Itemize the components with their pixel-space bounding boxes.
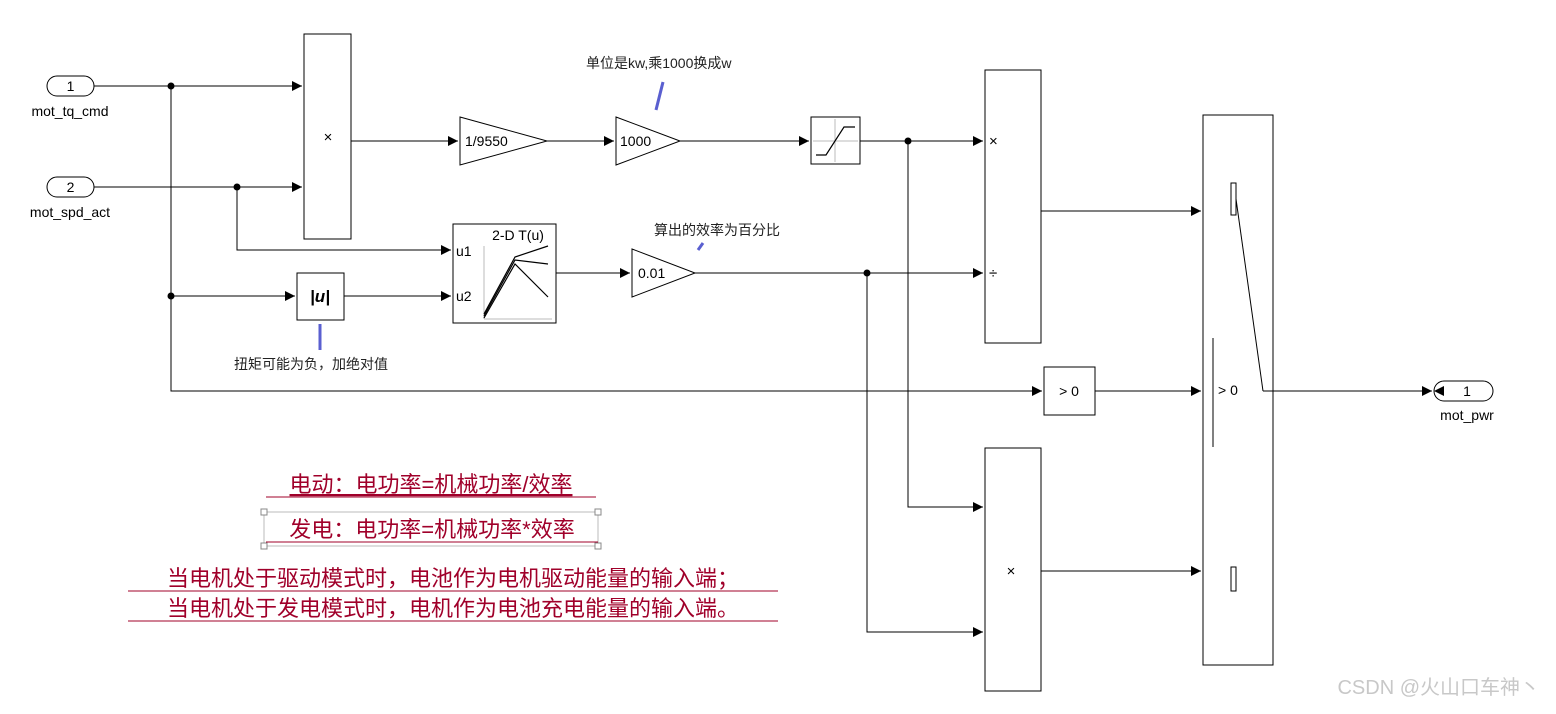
- lookup-port-u1: u1: [456, 243, 472, 259]
- note-generating: 发电：电功率=机械功率*效率: [289, 517, 574, 542]
- note-drive-mode: 当电机处于驱动模式时，电池作为电机驱动能量的输入端；: [167, 566, 739, 591]
- lookup-title: 2-D T(u): [492, 227, 544, 243]
- mode-notes: 电动：电功率=机械功率/效率 发电：电功率=机械功率*效率 当电机处于驱动模式时…: [128, 472, 778, 622]
- inport-number: 1: [67, 78, 75, 94]
- saturation-block[interactable]: [810, 116, 861, 165]
- divide-block[interactable]: × ÷: [984, 69, 1042, 344]
- gain-value: 0.01: [638, 265, 665, 281]
- outport-number: 1: [1463, 383, 1471, 399]
- switch-block[interactable]: > 0: [1202, 114, 1274, 666]
- lookup-port-u2: u2: [456, 288, 472, 304]
- abs-symbol: |u|: [310, 287, 330, 306]
- lookup-table-2d-block[interactable]: 2-D T(u) u1 u2: [452, 223, 557, 324]
- inport-mot-tq-cmd[interactable]: 1 mot_tq_cmd: [31, 75, 109, 119]
- product-operator: ×: [324, 129, 333, 146]
- note-motoring: 电动：电功率=机械功率/效率: [290, 472, 573, 497]
- compare-label: > 0: [1059, 383, 1079, 399]
- switch-threshold-label: > 0: [1218, 382, 1238, 398]
- abs-block[interactable]: |u|: [296, 272, 345, 321]
- gain-value: 1000: [620, 133, 651, 149]
- efficiency-note-pointer: [696, 242, 705, 251]
- outport-name: mot_pwr: [1440, 407, 1494, 423]
- note-generating-box[interactable]: [260, 508, 602, 550]
- gain-value: 1/9550: [465, 133, 508, 149]
- product-block-2[interactable]: ×: [984, 447, 1042, 692]
- divide-operator-divide: ÷: [989, 265, 997, 282]
- signal-lines: [94, 81, 1432, 637]
- product-block-1[interactable]: ×: [303, 33, 352, 240]
- divide-operator-multiply: ×: [989, 133, 998, 150]
- efficiency-note-annotation: 算出的效率为百分比: [654, 222, 780, 238]
- inport-mot-spd-act[interactable]: 2 mot_spd_act: [30, 176, 110, 220]
- gain-block-0-01[interactable]: 0.01: [631, 248, 697, 298]
- inport-name: mot_tq_cmd: [31, 103, 108, 119]
- unit-note-annotation: 单位是kw,乘1000换成w: [586, 55, 732, 71]
- abs-note-annotation: 扭矩可能为负，加绝对值: [234, 356, 388, 372]
- inport-name: mot_spd_act: [30, 204, 110, 220]
- gain-block-1000[interactable]: 1000: [615, 116, 682, 166]
- gain-block-1-9550[interactable]: 1/9550: [459, 116, 549, 166]
- product-operator: ×: [1007, 563, 1016, 580]
- note-regen-mode: 当电机处于发电模式时，电机作为电池充电能量的输入端。: [167, 596, 739, 621]
- watermark: CSDN @火山口车神丶: [1337, 676, 1540, 699]
- inport-number: 2: [67, 179, 75, 195]
- unit-note-pointer: [654, 81, 665, 111]
- outport-mot-pwr[interactable]: 1 mot_pwr: [1433, 380, 1494, 423]
- branch-points: [167, 82, 912, 300]
- compare-to-zero-block[interactable]: > 0: [1043, 366, 1096, 416]
